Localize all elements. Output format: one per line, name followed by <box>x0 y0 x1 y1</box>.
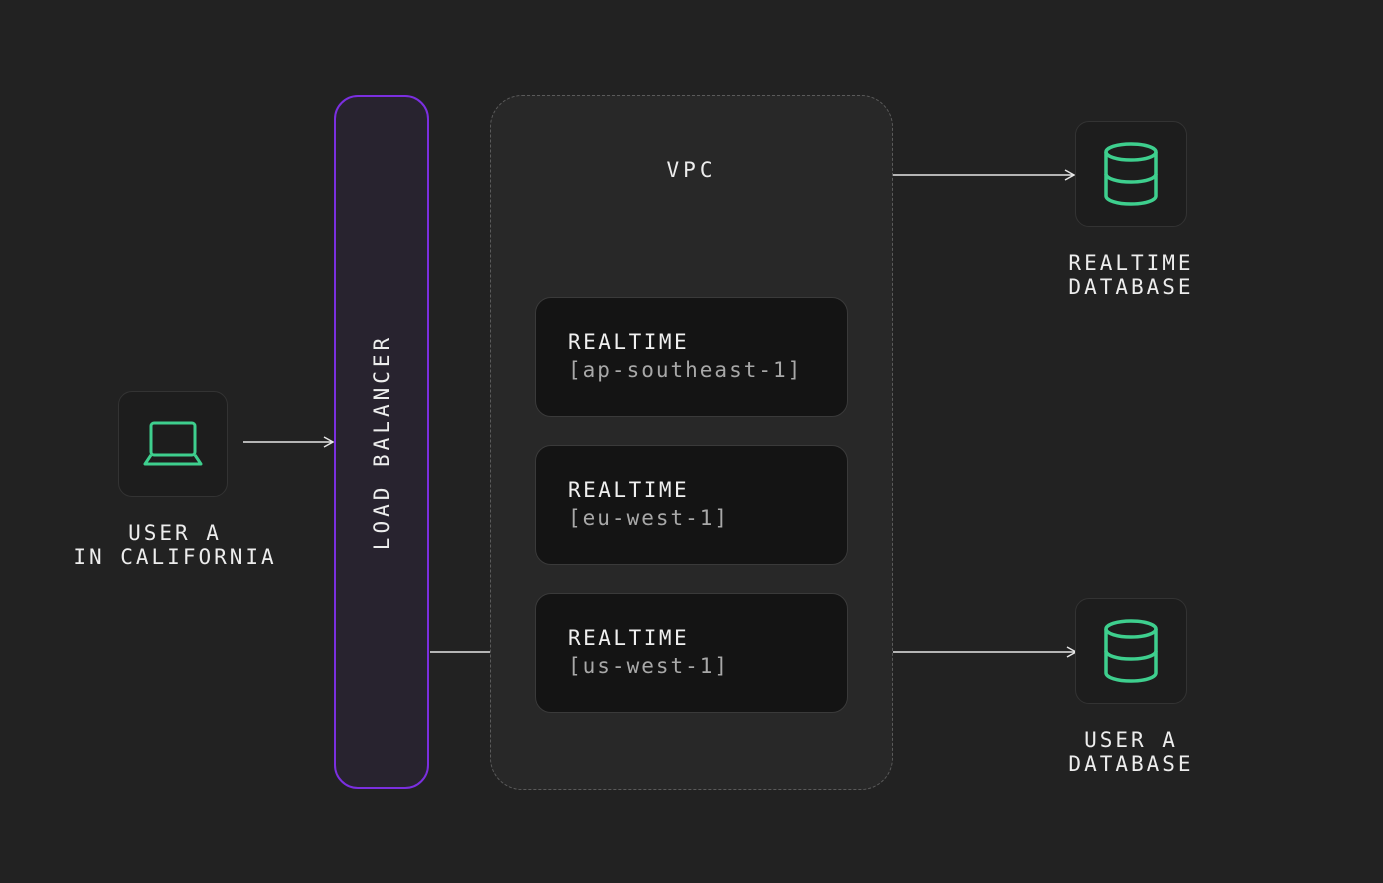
realtime-node-ap-southeast-1: REALTIME [ap-southeast-1] <box>535 297 848 417</box>
node-title: REALTIME <box>568 626 690 650</box>
node-title: REALTIME <box>568 330 690 354</box>
user-database-label-line2: DATABASE <box>1068 752 1194 776</box>
vpc-title: VPC <box>666 158 717 182</box>
node-region: [ap-southeast-1] <box>568 358 803 382</box>
node-title: REALTIME <box>568 478 690 502</box>
laptop-icon <box>143 421 203 466</box>
realtime-node-us-west-1: REALTIME [us-west-1] <box>535 593 848 713</box>
load-balancer: LOAD BALANCER <box>334 95 429 789</box>
realtime-database-label-line1: REALTIME <box>1068 251 1194 275</box>
user-database-label-line1: USER A <box>1084 728 1178 752</box>
database-icon <box>1104 619 1158 683</box>
node-region: [eu-west-1] <box>568 506 730 530</box>
user-label: USER A IN CALIFORNIA <box>60 521 290 569</box>
realtime-database-label: REALTIME DATABASE <box>1030 251 1232 299</box>
user-label-line1: USER A <box>128 521 222 545</box>
realtime-database-label-line2: DATABASE <box>1068 275 1194 299</box>
user-device-box <box>118 391 228 497</box>
user-database-label: USER A DATABASE <box>1030 728 1232 776</box>
node-region: [us-west-1] <box>568 654 730 678</box>
realtime-node-eu-west-1: REALTIME [eu-west-1] <box>535 445 848 565</box>
database-icon <box>1104 142 1158 206</box>
load-balancer-label: LOAD BALANCER <box>369 333 394 551</box>
user-database-box <box>1075 598 1187 704</box>
user-label-line2: IN CALIFORNIA <box>73 545 277 569</box>
realtime-database-box <box>1075 121 1187 227</box>
